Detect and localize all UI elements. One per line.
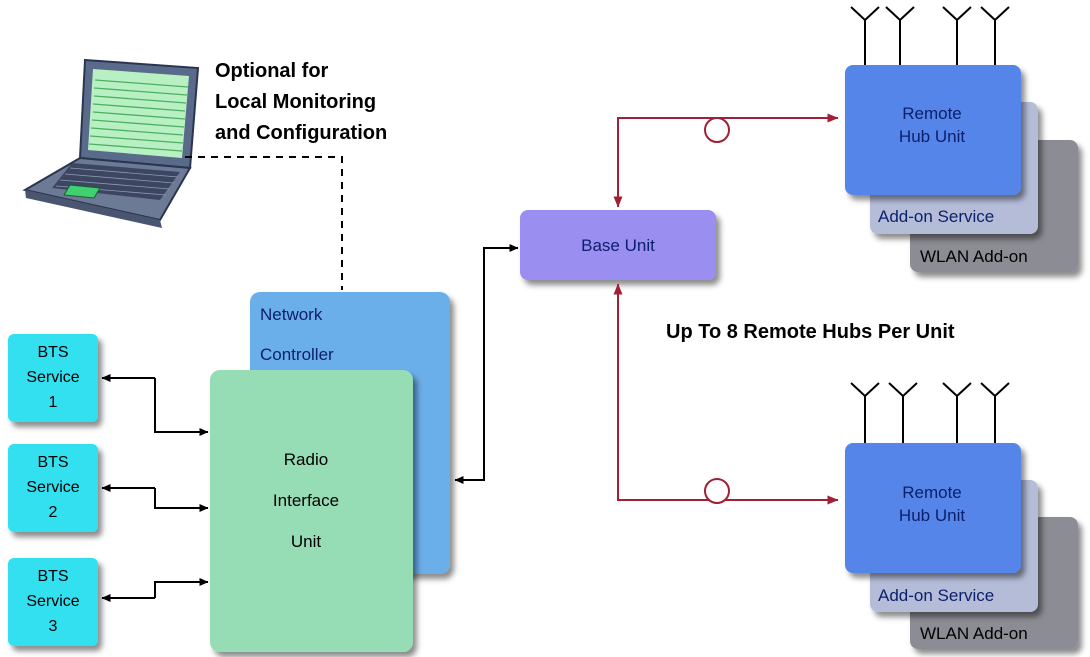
laptop-note: Optional for Local Monitoring and Config… xyxy=(215,60,387,144)
network-controller-label-2: Controller xyxy=(260,345,334,364)
network-controller-label-1: Network xyxy=(260,305,323,324)
fiber-links xyxy=(613,113,839,505)
radio-interface-unit xyxy=(210,370,413,652)
bts-service-2-label-2: Service xyxy=(26,479,79,496)
base-unit xyxy=(520,210,716,280)
fiber-coil-icon xyxy=(704,478,730,504)
remote-hub-group-2: WLAN Add-on Add-on Service Remote Hub Un… xyxy=(845,382,1078,649)
bts-service-1-label-1: BTS xyxy=(37,344,68,361)
laptop-icon xyxy=(22,58,200,228)
hubs-note: Up To 8 Remote Hubs Per Unit xyxy=(666,321,955,343)
wlan-addon-1-label: WLAN Add-on xyxy=(920,247,1028,266)
base-unit-label: Base Unit xyxy=(581,236,655,255)
addon-service-1-label: Add-on Service xyxy=(878,207,994,226)
bts-service-3: BTS Service 3 xyxy=(8,558,98,646)
bts-service-2: BTS Service 2 xyxy=(8,444,98,532)
remote-hub-group-1: WLAN Add-on Add-on Service Remote Hub Un… xyxy=(845,6,1078,272)
addon-service-2-label: Add-on Service xyxy=(878,586,994,605)
wlan-addon-2-label: WLAN Add-on xyxy=(920,624,1028,643)
base-unit-link xyxy=(454,244,519,484)
bts-links xyxy=(101,374,209,602)
remote-hub-2-label-1: Remote xyxy=(902,483,962,502)
fiber-coil-icon xyxy=(704,117,730,143)
laptop-note-line-1: Optional for xyxy=(215,60,329,82)
bts-service-1: BTS Service 1 xyxy=(8,334,98,422)
bts-2-link xyxy=(154,488,209,512)
bts-service-3-label-3: 3 xyxy=(49,618,58,635)
bts-service-1-label-3: 1 xyxy=(49,394,58,411)
laptop-note-line-3: and Configuration xyxy=(215,122,387,144)
remote-hub-unit-1 xyxy=(845,65,1021,195)
radio-interface-unit-label-2: Interface xyxy=(273,491,339,510)
bts-service-3-label-1: BTS xyxy=(37,568,68,585)
bts-1-link xyxy=(154,378,209,436)
remote-hub-1-label-2: Hub Unit xyxy=(899,127,965,146)
bts-service-2-label-1: BTS xyxy=(37,454,68,471)
fiber-link-lower xyxy=(617,420,839,505)
bts-3-link xyxy=(154,578,209,598)
remote-hub-2-label-2: Hub Unit xyxy=(899,506,965,525)
antenna-array-1-icon xyxy=(850,6,1010,65)
antenna-array-2-icon xyxy=(850,382,1010,443)
laptop-note-line-2: Local Monitoring xyxy=(215,91,376,113)
radio-interface-unit-label-1: Radio xyxy=(284,450,328,469)
bts-service-2-label-3: 2 xyxy=(49,504,58,521)
radio-interface-unit-label-3: Unit xyxy=(291,532,322,551)
bts-service-3-label-2: Service xyxy=(26,593,79,610)
remote-hub-unit-2 xyxy=(845,443,1021,573)
bts-service-1-label-2: Service xyxy=(26,369,79,386)
remote-hub-1-label-1: Remote xyxy=(902,104,962,123)
monitoring-link xyxy=(185,156,343,290)
